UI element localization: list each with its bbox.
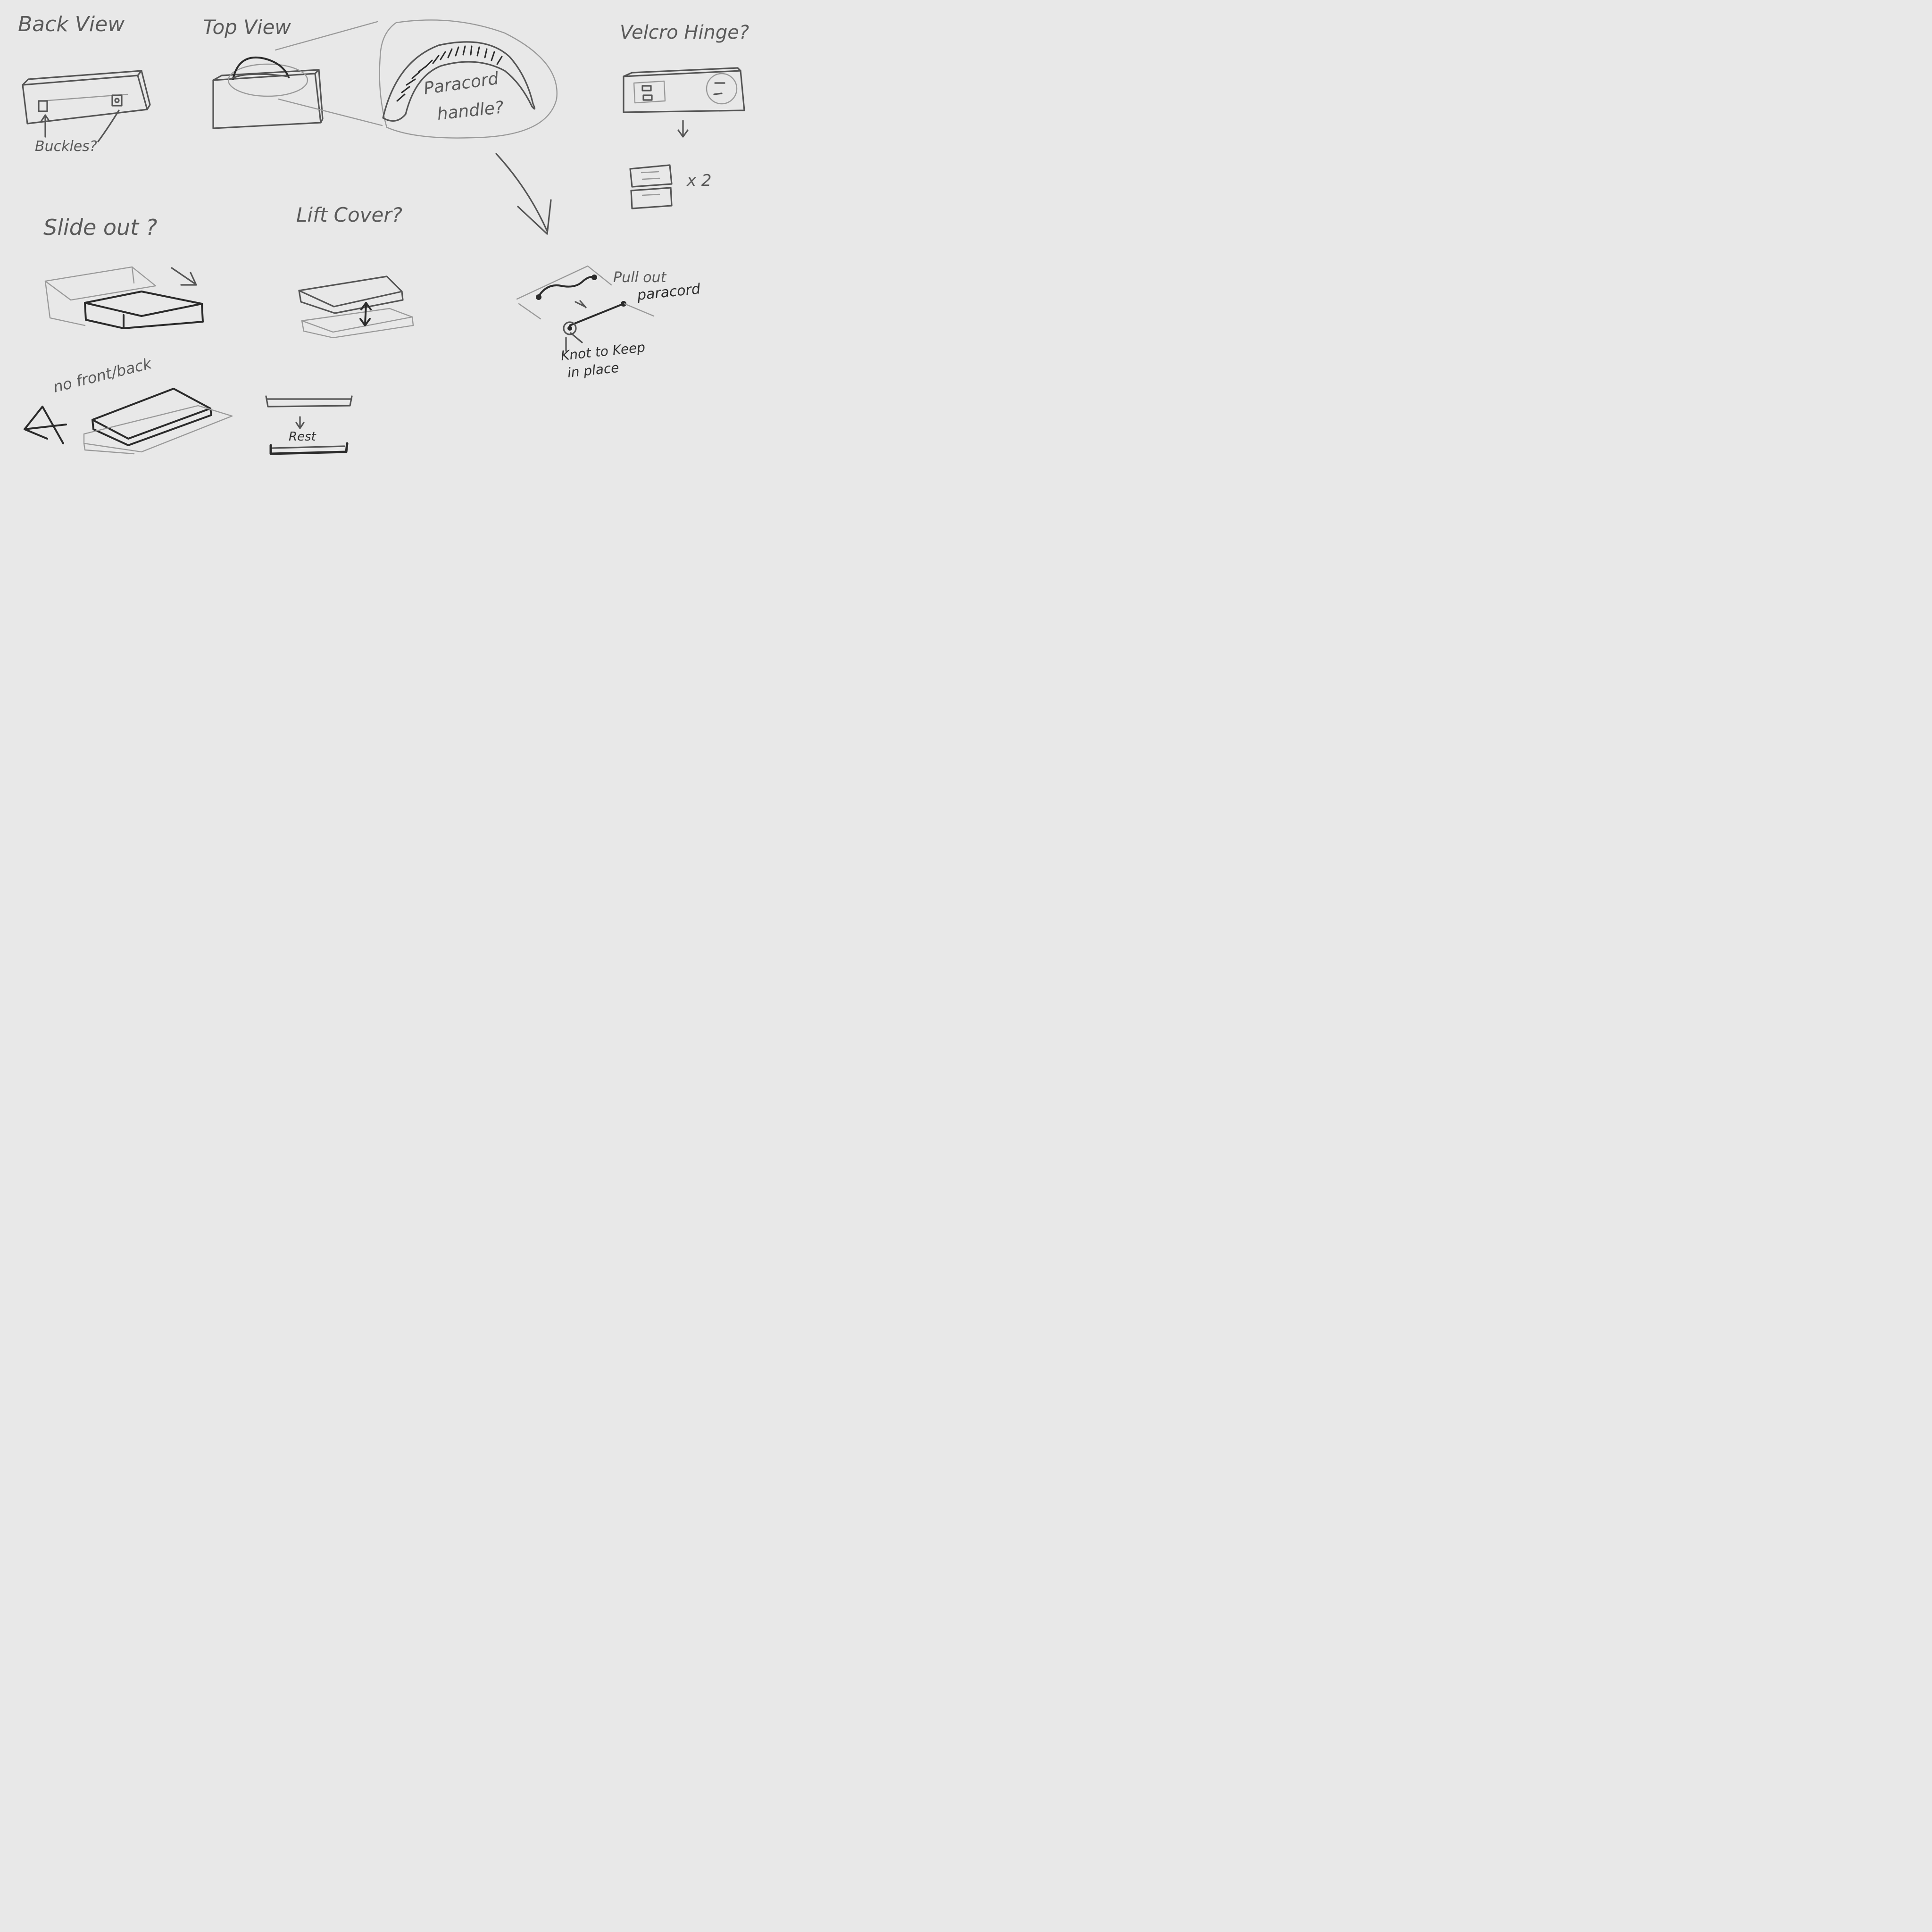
no-front-back-sketch: no front/back bbox=[24, 354, 233, 455]
no-front-back-label: no front/back bbox=[51, 354, 154, 396]
top-view-sketch: Top View bbox=[203, 16, 383, 129]
velcro-hinge-sketch: Velcro Hinge? x 2 bbox=[620, 22, 749, 209]
knot-label-line2: in place bbox=[566, 360, 620, 381]
paracord-handle-label-line2: handle? bbox=[436, 98, 505, 124]
velcro-hinge-title: Velcro Hinge? bbox=[620, 22, 749, 43]
lift-cover-sketch: Lift Cover? bbox=[296, 203, 414, 339]
times-two-label: x 2 bbox=[686, 171, 712, 190]
rest-sketch: Rest bbox=[265, 395, 353, 455]
top-view-title: Top View bbox=[203, 16, 291, 39]
paracord-handle-label-line1: Paracord bbox=[423, 69, 500, 99]
back-view-sketch: Back View Buckles? bbox=[18, 12, 151, 155]
pull-out-paracord-sketch: Pull out paracord Knot to Keep in place bbox=[516, 265, 701, 381]
back-view-title: Back View bbox=[18, 12, 125, 36]
rest-label: Rest bbox=[289, 430, 316, 444]
knot-label-line1: Knot to Keep bbox=[560, 339, 646, 364]
slide-out-title: Slide out ? bbox=[43, 215, 157, 240]
buckles-label: Buckles? bbox=[35, 138, 97, 155]
slide-out-sketch: Slide out ? bbox=[43, 215, 204, 329]
pull-out-label-line1: Pull out bbox=[613, 269, 667, 286]
lift-cover-title: Lift Cover? bbox=[296, 203, 402, 226]
paracord-handle-zoom: Paracord handle? bbox=[379, 19, 558, 235]
